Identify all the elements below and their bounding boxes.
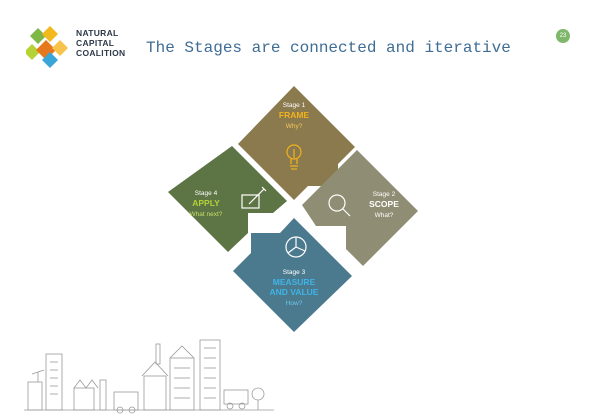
slide-title: The Stages are connected and iterative [146,39,511,57]
stages-diagram: Stage 1 FRAME Why? Stage 2 SCOPE What? S… [168,86,418,332]
stage-4-question: What next? [190,211,223,218]
logo-line: NATURAL [76,28,119,38]
stage-3-shape [233,218,352,332]
stage-4-tile[interactable]: Stage 4 APPLY What next? [168,146,287,252]
stage-2-shape [302,150,418,266]
pie-chart-icon [285,236,307,258]
natural-capital-coalition-logo: NATURAL CAPITAL COALITION [24,24,146,68]
stage-2-name: SCOPE [369,199,399,209]
stage-3-question: How? [286,300,303,307]
stage-3-tile[interactable]: Stage 3 MEASURE AND VALUE How? [233,218,352,332]
stage-1-shape [238,86,355,200]
magnifier-icon [328,194,351,217]
stage-3-label: Stage 3 [283,269,306,276]
stage-2-label: Stage 2 [373,191,396,198]
stage-4-name: APPLY [192,198,220,208]
stage-4-shape [168,146,287,252]
stage-2-tile[interactable]: Stage 2 SCOPE What? [302,150,418,266]
stage-1-tile[interactable]: Stage 1 FRAME Why? [238,86,355,200]
stage-3-name-line-1: MEASURE [273,277,316,287]
logo-line: COALITION [76,48,126,58]
stage-3-name-line-2: AND VALUE [270,287,319,297]
stage-1-label: Stage 1 [283,102,306,109]
stage-2-question: What? [375,212,394,219]
stage-1-name: FRAME [279,110,310,120]
stage-1-question: Why? [286,123,303,130]
logo-wordmark: NATURAL CAPITAL COALITION [76,28,125,58]
page-number-badge: 23 [556,29,570,43]
cityscape-illustration [24,339,274,414]
lightbulb-icon [286,144,302,170]
logo-line: CAPITAL [76,38,115,48]
stage-4-label: Stage 4 [195,190,218,197]
edit-icon [241,186,267,209]
coalition-logo-icon [24,26,68,68]
